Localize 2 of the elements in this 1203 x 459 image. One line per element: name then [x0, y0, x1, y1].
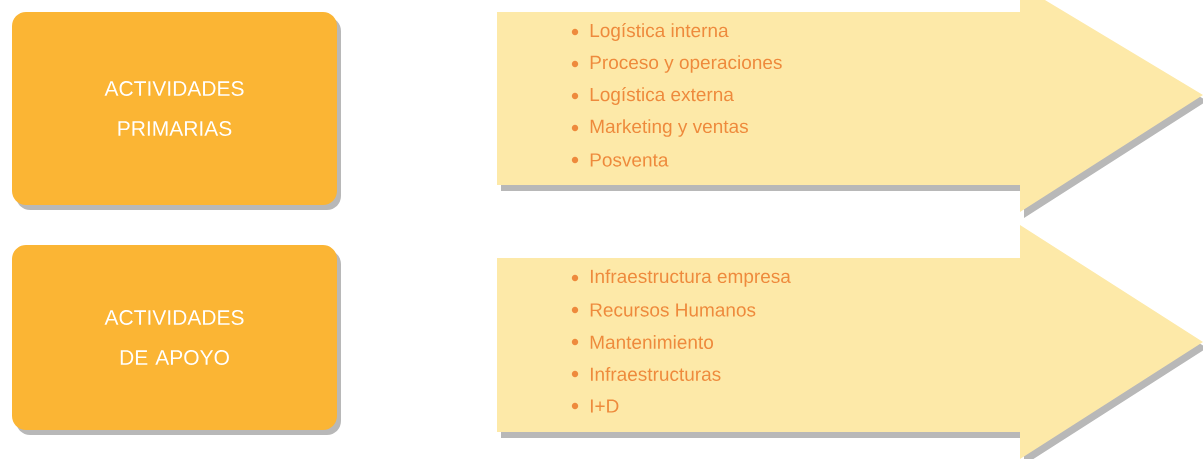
activity-box: ACTIVIDADES PRIMARIAS: [12, 12, 341, 210]
activity-box: ACTIVIDADES DE APOYO: [12, 245, 341, 435]
